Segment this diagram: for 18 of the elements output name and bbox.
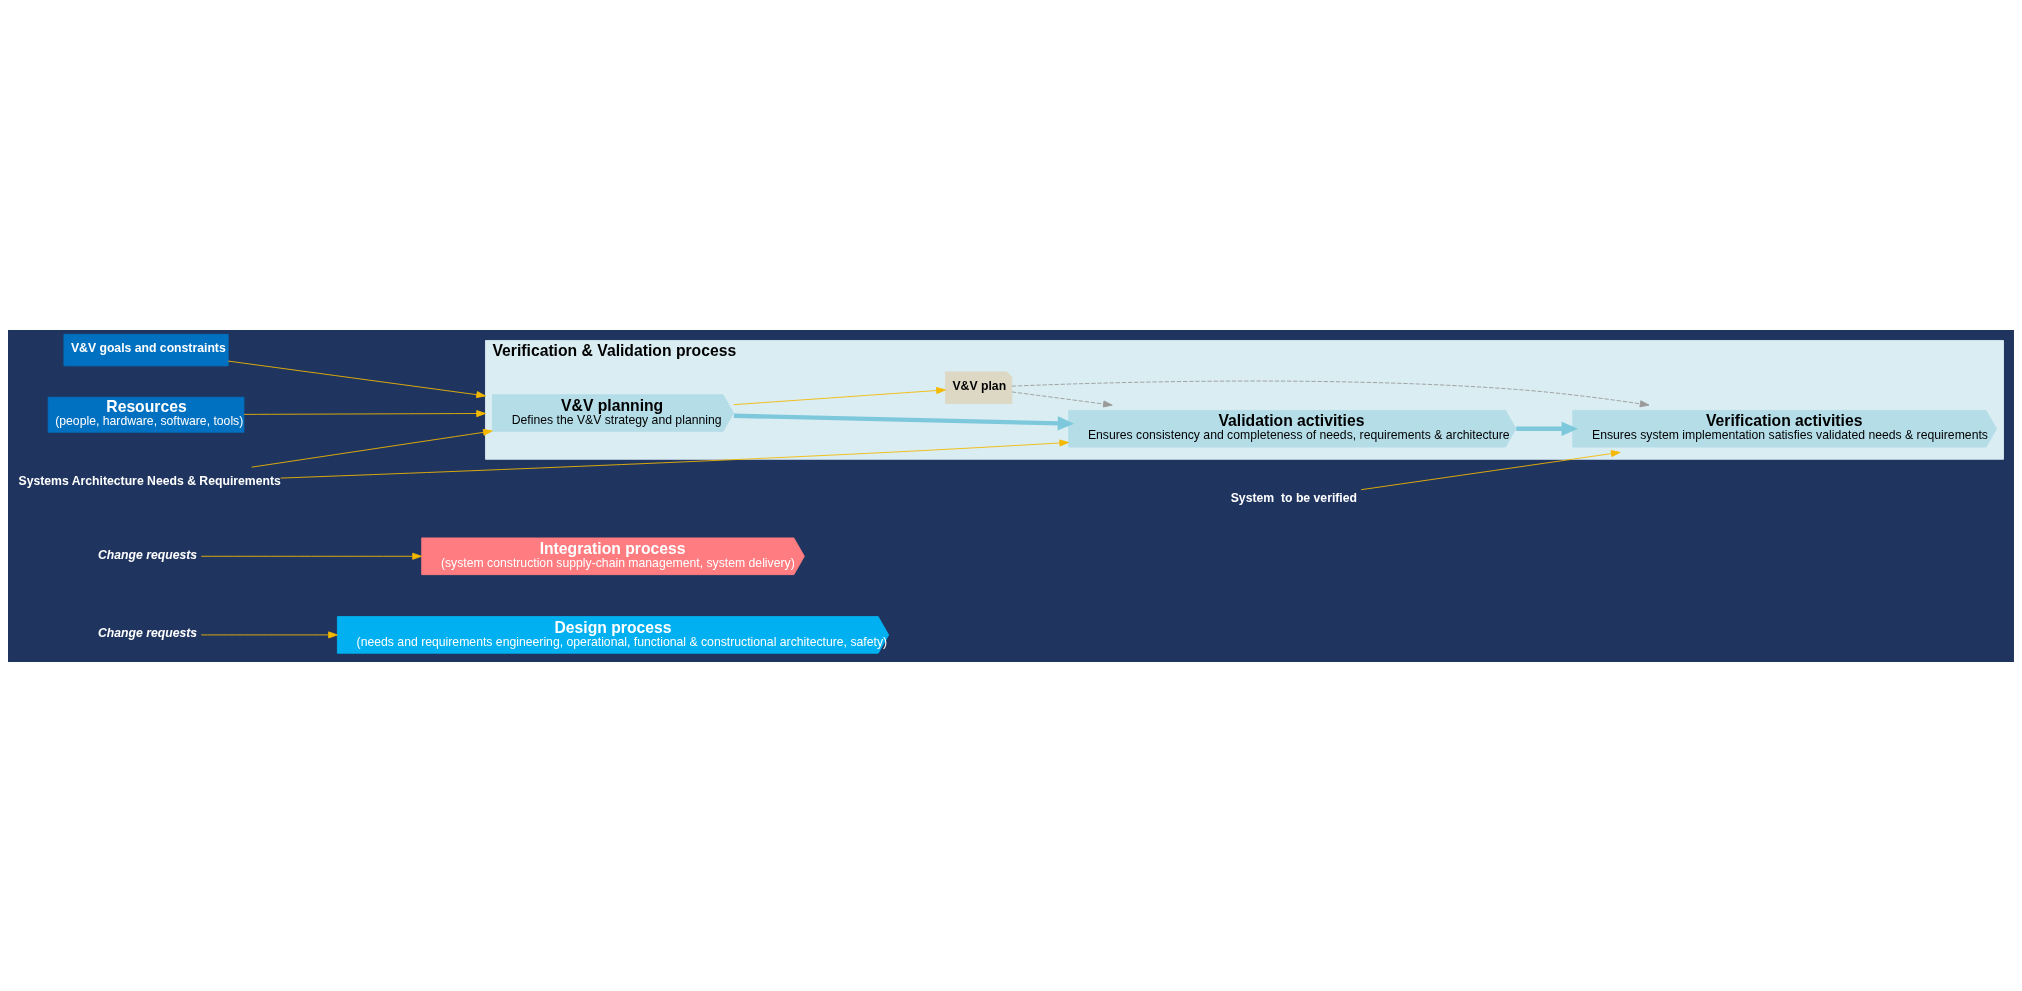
node-text: Systems Architecture Needs & Requirements [18, 473, 281, 488]
arrow [200, 552, 422, 560]
arrow [243, 409, 486, 417]
arrow [733, 386, 946, 405]
node-text: Change requests [98, 625, 198, 640]
node-box: Resources (people, hardware, software, tools) [47, 396, 245, 433]
arrow [227, 360, 486, 398]
arrow [1360, 449, 1621, 490]
arrow [1011, 391, 1113, 407]
node-text: Change requests [98, 547, 198, 562]
arrow [733, 413, 1075, 430]
arrow [200, 630, 338, 638]
node-box: V&V goals and constraints [63, 333, 229, 366]
arrow [1011, 380, 1650, 407]
arrow [1516, 421, 1578, 436]
arrow [280, 439, 1069, 478]
arrow [251, 428, 493, 468]
node-text: System to be verified [1230, 490, 1358, 505]
